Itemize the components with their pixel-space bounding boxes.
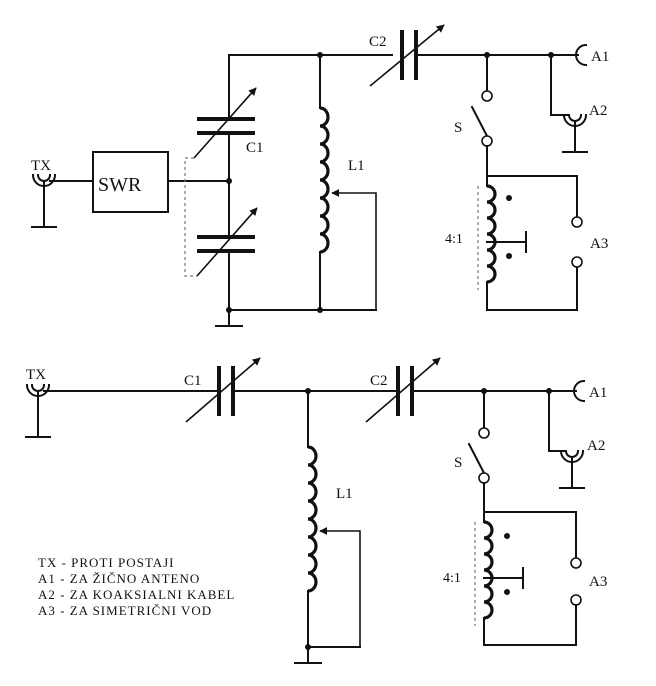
top-l1-label: L1 [348,158,365,174]
top-a1-label: A1 [591,49,609,65]
bottom-c2-label: C2 [370,373,388,389]
legend-item: TX - PROTI POSTAJI [38,555,175,570]
bottom-a1-connector [573,379,586,403]
top-swr-label: SWR [98,174,142,196]
top-a2-label: A2 [589,103,607,119]
bottom-a2-label: A2 [587,438,605,454]
legend: TX - PROTI POSTAJI A1 - ZA ŽIČNO ANTENO … [38,555,235,618]
bottom-c1-label: C1 [184,373,202,389]
legend-item: A3 - ZA SIMETRIČNI VOD [38,603,212,618]
top-circuit: TX SWR C1 L1 [31,24,609,327]
bottom-l1-label: L1 [336,486,353,502]
bottom-circuit: TX C1 L1 C2 A1 A2 [25,357,607,664]
top-switch-label: S [454,120,462,136]
legend-item: A2 - ZA KOAKSIALNI KABEL [38,587,235,602]
top-a3-label: A3 [590,236,608,252]
legend-item: A1 - ZA ŽIČNO ANTENO [38,571,200,586]
bottom-switch-label: S [454,455,462,471]
bottom-balun-ratio: 4:1 [443,571,461,586]
top-c1-node [226,178,232,184]
bottom-a3-label: A3 [589,574,607,590]
top-c1-label: C1 [246,140,264,156]
top-tx-label: TX [31,158,51,174]
top-tx-connector [31,173,94,228]
top-balun-ratio: 4:1 [445,232,463,247]
top-c2-label: C2 [369,34,387,50]
bottom-a1-label: A1 [589,385,607,401]
top-a1-connector [575,43,588,67]
bottom-tx-label: TX [26,367,46,383]
